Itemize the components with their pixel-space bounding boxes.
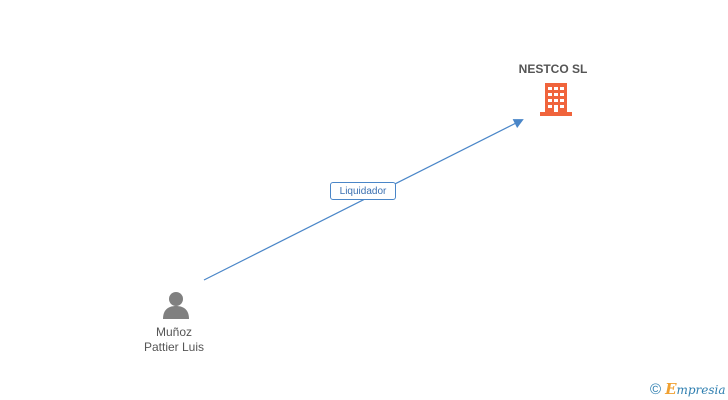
brand-wordmark: Empresia	[665, 380, 726, 398]
brand-first-letter: E	[665, 380, 677, 398]
relation-edge	[203, 119, 524, 281]
person-icon[interactable]	[163, 292, 189, 319]
person-name[interactable]: Muñoz Pattier Luis	[118, 325, 230, 355]
person-name-line2: Pattier Luis	[143, 340, 205, 354]
building-icon[interactable]	[540, 83, 572, 116]
brand-logo: © Empresia	[650, 379, 726, 399]
person-name-line1: Muñoz	[155, 325, 193, 339]
company-name[interactable]: NESTCO SL	[518, 62, 588, 76]
copyright-icon: ©	[650, 380, 662, 398]
relation-label: Liquidador	[330, 182, 396, 200]
brand-rest: mpresia	[676, 383, 726, 397]
